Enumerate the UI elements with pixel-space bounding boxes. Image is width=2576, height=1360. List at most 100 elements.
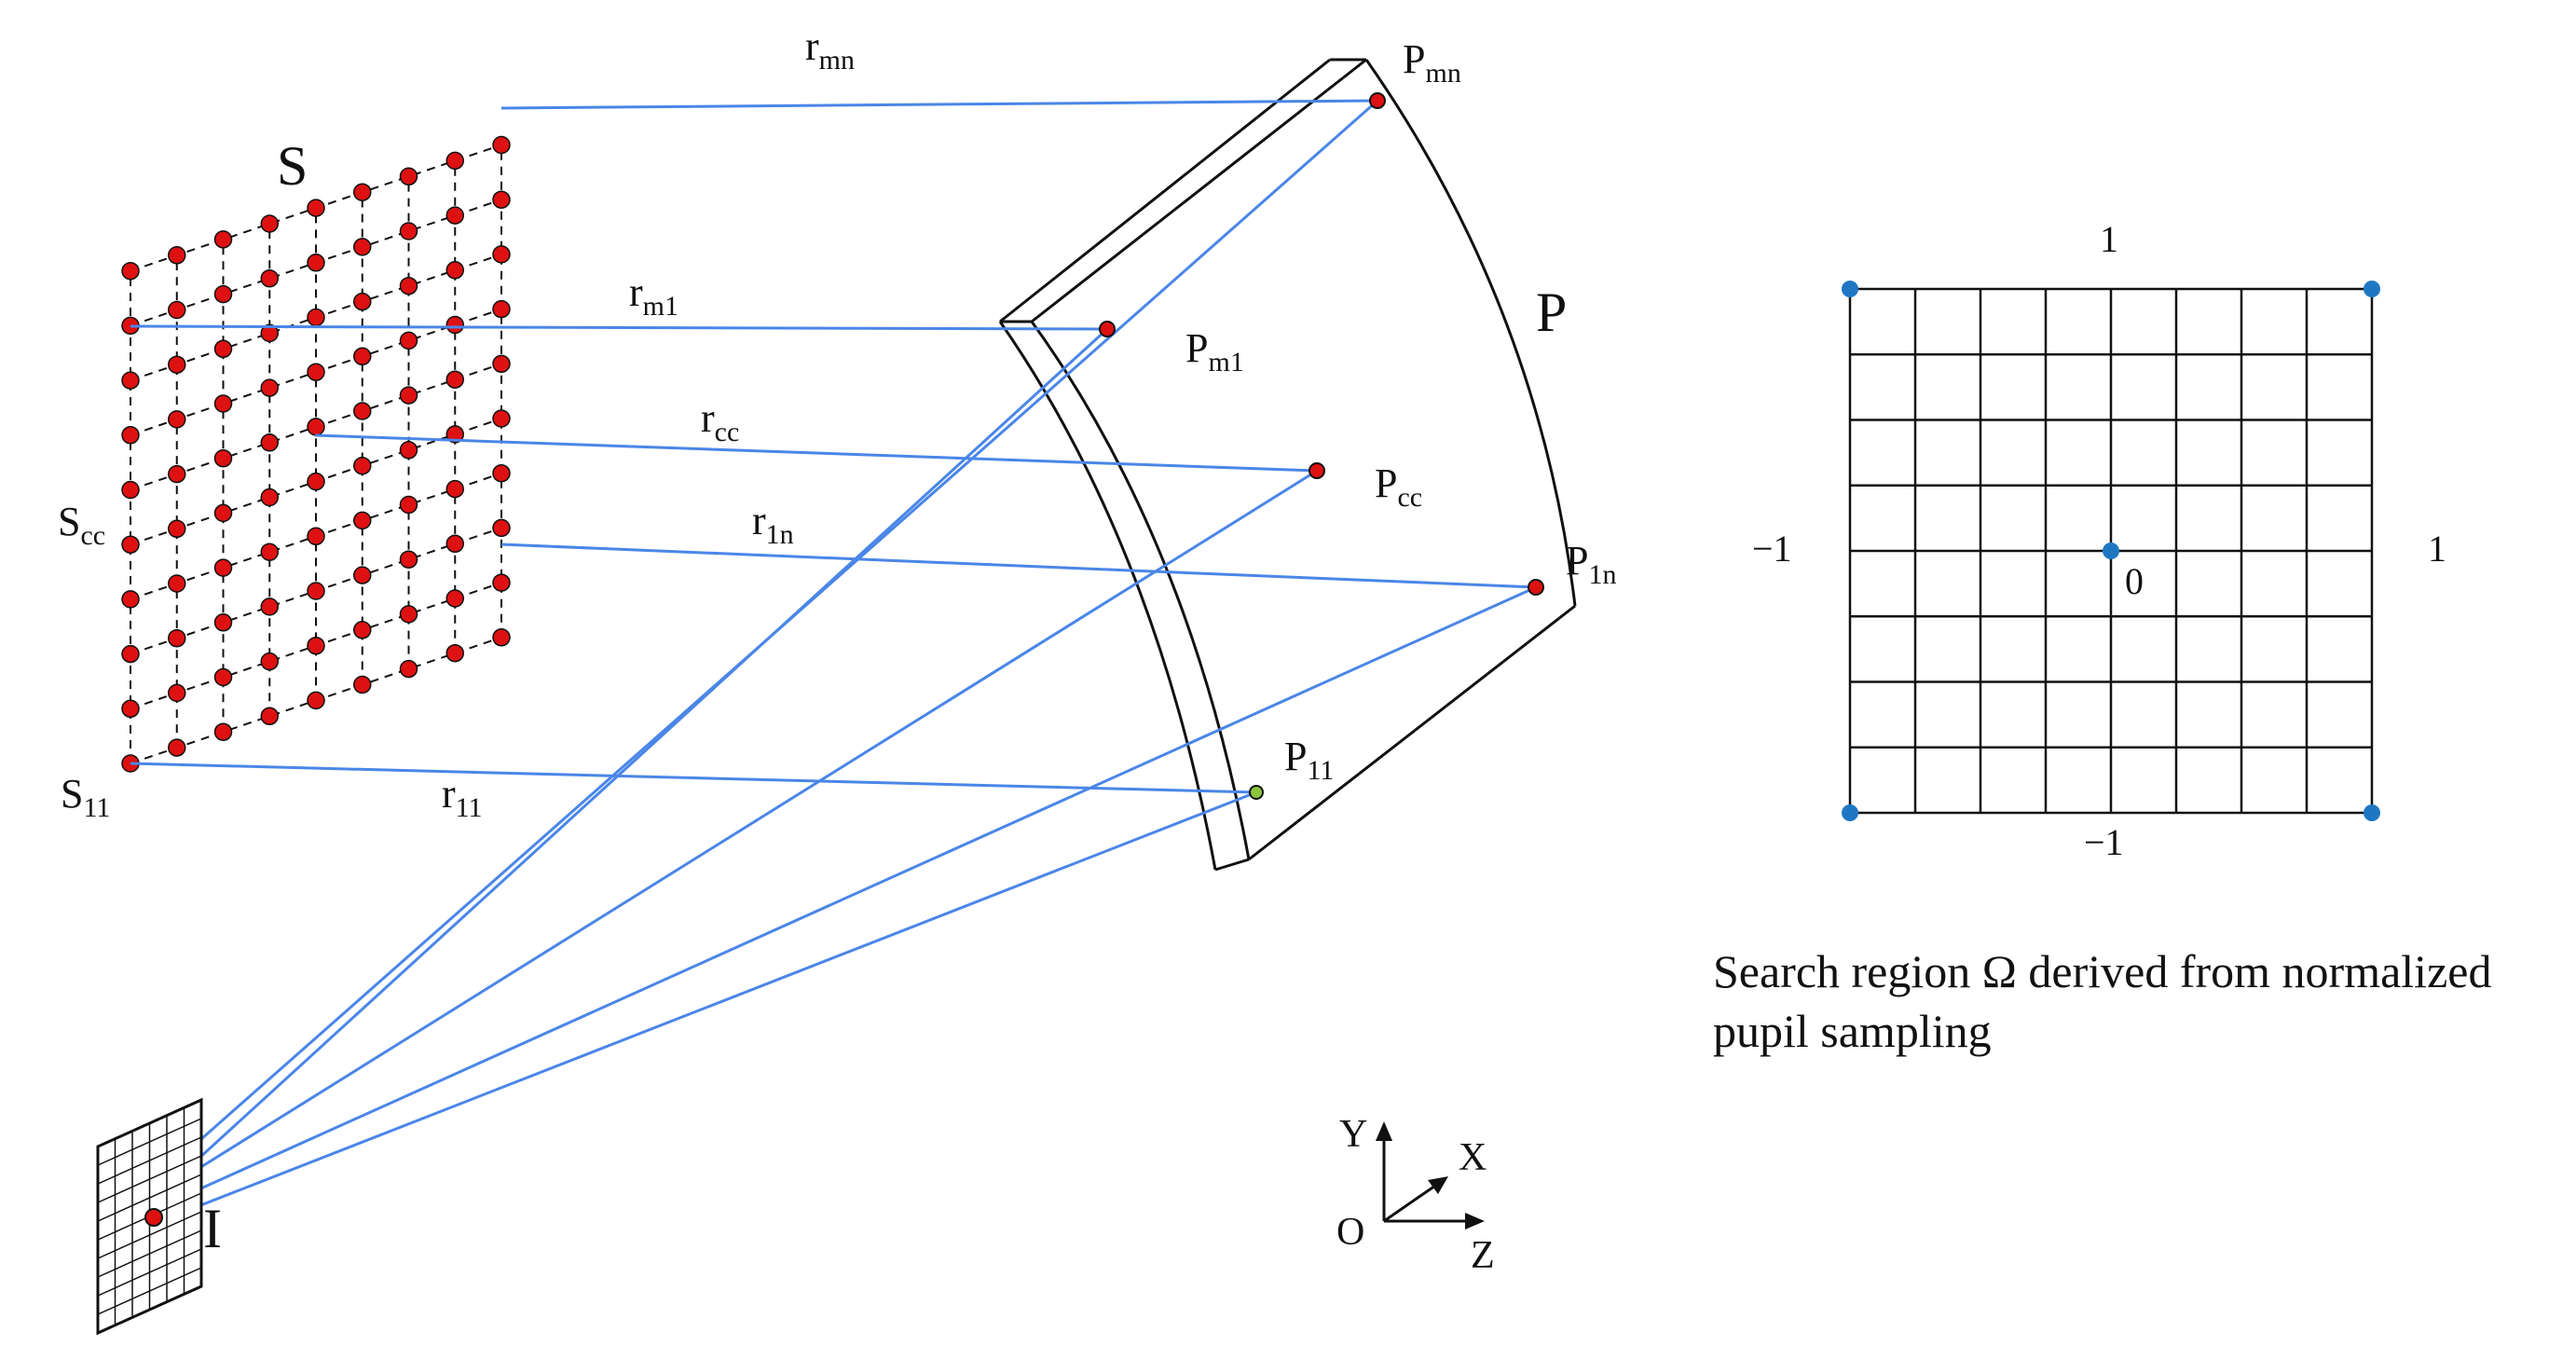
axis-y-label: Y [1339, 1113, 1367, 1156]
source-point [353, 621, 372, 639]
source-point [399, 550, 418, 569]
source-point [353, 511, 372, 530]
source-point [307, 363, 325, 381]
source-point [260, 433, 279, 452]
source-point [492, 463, 511, 483]
pupil-sample-points [1099, 92, 1544, 800]
source-point [399, 331, 418, 350]
source-point [492, 190, 511, 209]
pupil-surface [998, 58, 1577, 872]
source-point [213, 667, 233, 687]
source-point [307, 691, 325, 710]
pupil-back-curve-edge [1364, 59, 1577, 607]
source-plane-label: S [277, 135, 308, 197]
point-p-cc [1309, 462, 1325, 479]
ray-lines [130, 99, 1537, 1223]
source-point [353, 347, 372, 366]
point-p-11 [1249, 785, 1264, 800]
source-point [353, 566, 372, 584]
source-point [307, 254, 325, 272]
source-point [260, 268, 279, 288]
source-point [445, 479, 464, 499]
source-point [121, 644, 140, 664]
diagram-labels: S P I rmn rm1 rcc r1n r11 Scc S11 Pmn Pm… [58, 23, 2446, 1277]
source-point [213, 339, 233, 359]
ray-r-1n [500, 543, 1537, 589]
label-r-mn: rmn [805, 23, 855, 76]
source-point [121, 261, 140, 281]
ray-r-mn [500, 99, 1378, 110]
source-point [168, 464, 186, 484]
source-point [353, 292, 372, 311]
point-image [144, 1208, 163, 1227]
source-point [213, 558, 233, 577]
source-point [307, 199, 325, 217]
pupil-surface-label: P [1536, 282, 1567, 343]
source-point [260, 214, 279, 233]
source-point [492, 354, 511, 374]
axis-z-label: Z [1471, 1234, 1495, 1277]
source-point [168, 683, 186, 703]
search-grid-left-label: −1 [1752, 528, 1792, 570]
source-point [307, 418, 325, 436]
pupil-top-left-edge [999, 58, 1331, 323]
image-plane-grid-line [97, 1211, 202, 1259]
source-point [168, 355, 186, 374]
source-point [492, 573, 511, 592]
source-point [445, 261, 464, 280]
source-point [213, 230, 233, 249]
source-point [260, 488, 279, 507]
point-p-m1 [1099, 321, 1116, 337]
search-grid-corner-point [1842, 804, 1858, 821]
source-point [445, 589, 464, 608]
source-point [121, 699, 140, 719]
source-point [399, 605, 418, 624]
source-point [445, 534, 464, 554]
label-r-m1: rm1 [629, 269, 678, 322]
source-point [260, 543, 279, 561]
image-plane-grid-line [97, 1229, 202, 1278]
source-point [260, 323, 279, 343]
axis-z-arrowhead [1465, 1213, 1485, 1229]
source-point [213, 722, 233, 741]
source-point [353, 675, 372, 694]
image-plane-label: I [203, 1198, 222, 1259]
image-plane-grid-line [97, 1118, 202, 1166]
source-point [121, 480, 140, 500]
source-point [213, 284, 233, 304]
source-point [399, 167, 418, 186]
source-point [168, 628, 186, 648]
search-grid-top-label: 1 [2100, 218, 2118, 260]
search-grid-right-label: 1 [2428, 528, 2446, 570]
source-point [121, 426, 140, 445]
source-point [492, 628, 511, 647]
source-point [121, 590, 140, 609]
source-point [353, 238, 372, 256]
search-region-caption: Search region Ω derived from normalized … [1713, 945, 2492, 1057]
search-region-grid [1842, 281, 2380, 821]
source-point [445, 425, 464, 444]
source-point [168, 246, 186, 265]
point-p-mn [1369, 92, 1386, 109]
source-point [168, 738, 186, 757]
label-p-mn: Pmn [1403, 36, 1461, 89]
source-point [399, 276, 418, 295]
source-point [260, 378, 279, 397]
axis-x-label: X [1459, 1136, 1487, 1179]
source-point [307, 308, 325, 327]
pupil-top-inner-edge [1031, 58, 1367, 323]
point-p-1n [1528, 579, 1544, 596]
image-plane-grid-line [97, 1267, 202, 1315]
source-point [492, 518, 511, 538]
label-p-11: P11 [1284, 734, 1334, 786]
source-plane-grid [130, 144, 502, 764]
pupil-bottom-edge [1214, 858, 1250, 872]
source-point [307, 472, 325, 491]
source-point [213, 394, 233, 413]
ray-image-to-p-11 [159, 790, 1257, 1223]
axis-y-arrowhead [1376, 1121, 1392, 1141]
source-point [445, 370, 464, 389]
source-point [492, 245, 511, 264]
image-plane-grid-line [97, 1136, 202, 1185]
